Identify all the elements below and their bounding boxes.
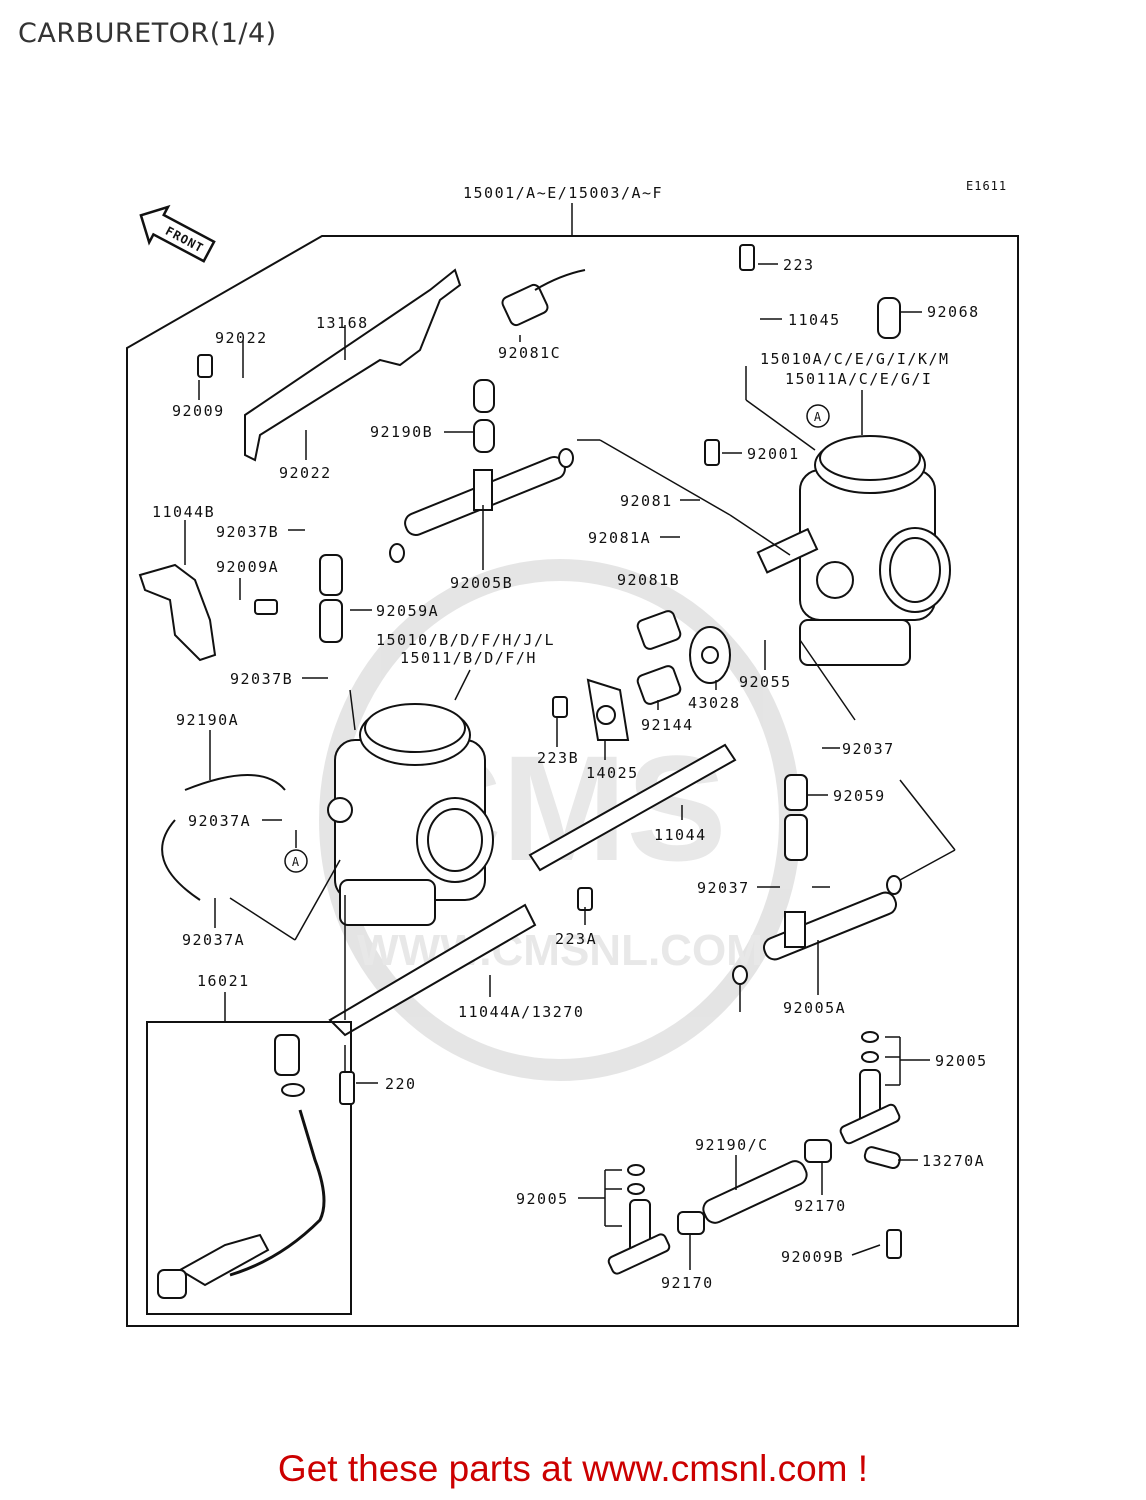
page-title: CARBURETOR(1/4) — [18, 18, 277, 49]
part-label: 92037 — [842, 740, 895, 758]
callout-a-right: A — [806, 404, 830, 428]
part-label: 92005B — [450, 574, 513, 592]
part-label: 92009 — [172, 402, 225, 420]
part-label: 15010/B/D/F/H/J/L — [376, 631, 555, 649]
part-label: 92081C — [498, 344, 561, 362]
part-label: 92059 — [833, 787, 886, 805]
part-label: 92081A — [588, 529, 651, 547]
part-label: 92005 — [935, 1052, 988, 1070]
carburetor-right — [756, 435, 951, 666]
bracket-11044b — [138, 563, 217, 662]
part-label: 43028 — [688, 694, 741, 712]
part-label: 15011/B/D/F/H — [400, 649, 537, 667]
part-label: 92037A — [182, 931, 245, 949]
assembly-label: 15001/A~E/15003/A~F — [463, 184, 663, 202]
part-label: 92037B — [216, 523, 279, 541]
choke-cable-box — [146, 1021, 352, 1315]
callout-a-left: A — [284, 849, 308, 873]
part-label: 223 — [783, 256, 815, 274]
leader-lines — [184, 263, 956, 1270]
footer-link[interactable]: Get these parts at www.cmsnl.com ! — [277, 1448, 869, 1489]
part-label: 92081 — [620, 492, 673, 510]
part-label: 14025 — [586, 764, 639, 782]
part-label: 11044 — [654, 826, 707, 844]
diaphragm-43028 — [586, 610, 731, 741]
part-label: 92037 — [697, 879, 750, 897]
fuel-pipe-92005a — [732, 875, 902, 985]
part-label: 223A — [555, 930, 597, 948]
part-label: 11045 — [788, 311, 841, 329]
part-label: 92009A — [216, 558, 279, 576]
front-arrow-icon: FRONT — [139, 204, 216, 263]
part-labels: E1611 15001/A~E/15003/A~F 223 11045 9206… — [152, 179, 1007, 1292]
hoses — [161, 554, 808, 901]
part-label: 92081B — [617, 571, 680, 589]
assembly-frame — [126, 235, 1019, 1327]
part-label: 92190/C — [695, 1136, 769, 1154]
part-label: 220 — [385, 1075, 417, 1093]
part-label: 15010A/C/E/G/I/K/M — [760, 350, 950, 368]
part-label: 92005A — [783, 999, 846, 1017]
part-label: 15011A/C/E/G/I — [785, 370, 932, 388]
part-label: 92001 — [747, 445, 800, 463]
part-label: 13168 — [316, 314, 369, 332]
part-label: 92144 — [641, 716, 694, 734]
part-label: 92170 — [794, 1197, 847, 1215]
part-label: 92022 — [215, 329, 268, 347]
choke-cable-16021 — [157, 1034, 326, 1299]
part-label: 92068 — [927, 303, 980, 321]
part-label: 92005 — [516, 1190, 569, 1208]
throttle-link-13168 — [244, 268, 462, 462]
part-label: 92190A — [176, 711, 239, 729]
diagram-code: E1611 — [966, 179, 1007, 193]
bracket-11044 — [528, 743, 737, 872]
part-label: 92022 — [279, 464, 332, 482]
spring-92081c — [501, 269, 586, 327]
part-label: 92037B — [230, 670, 293, 688]
part-label: 223B — [537, 749, 579, 767]
part-label: 92009B — [781, 1248, 844, 1266]
screws — [197, 244, 902, 1259]
part-label: 92037A — [188, 812, 251, 830]
svg-text:A: A — [292, 855, 300, 869]
part-label: 13270A — [922, 1152, 985, 1170]
part-label: 92055 — [739, 673, 792, 691]
part-label: 92190B — [370, 423, 433, 441]
part-label: 92170 — [661, 1274, 714, 1292]
carburetor-left — [327, 703, 494, 926]
bracket-11044a — [328, 903, 537, 1037]
part-label: 92059A — [376, 602, 439, 620]
part-label: 11044B — [152, 503, 215, 521]
part-label: 16021 — [197, 972, 250, 990]
fuel-pipe-92005b — [389, 379, 574, 563]
part-label: 11044A/13270 — [458, 1003, 584, 1021]
fuel-tees — [607, 1031, 901, 1275]
svg-text:A: A — [814, 410, 822, 424]
